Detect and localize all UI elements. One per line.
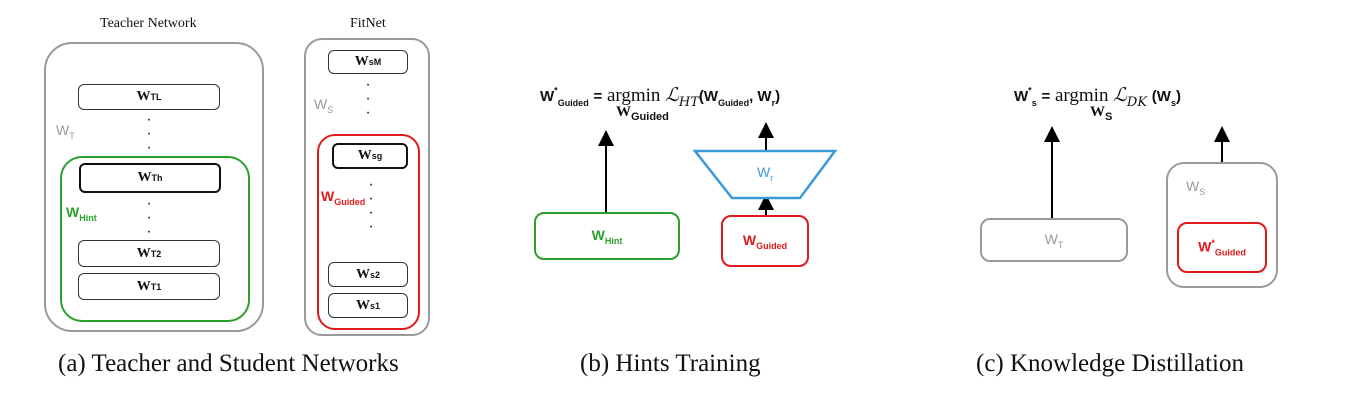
- regressor-label: Wr: [757, 164, 774, 183]
- hints-arrows: [598, 122, 838, 215]
- guided-init-box: W*Guided: [1177, 222, 1267, 273]
- panel-c: W*s = argmin ℒDK (Ws) WS WT WS W*Guided …: [900, 0, 1353, 408]
- teacher-network-title: Teacher Network: [100, 16, 197, 31]
- teacher-ellipsis-mid: ···: [146, 195, 152, 240]
- panel-b: W*Guided = argmin ℒHT(WGuided, Wr) WGuid…: [470, 0, 900, 408]
- student-ellipsis-top: ···: [365, 76, 371, 121]
- guided-init-label: W*Guided: [1198, 237, 1246, 258]
- hint-box-label: WHint: [591, 226, 623, 246]
- teacher-weights-box: WT: [980, 218, 1128, 262]
- caption-c: (c) Knowledge Distillation: [976, 350, 1244, 377]
- hint-group-box: [60, 156, 250, 322]
- student-weights-label: WS: [314, 96, 334, 115]
- distillation-arrows: [1044, 126, 1230, 218]
- hints-training-formula: W*Guided = argmin ℒHT(WGuided, Wr): [540, 84, 781, 110]
- guided-box: WGuided: [721, 215, 809, 267]
- fitnet-box: [304, 38, 430, 336]
- student-weights-box-label: WS: [1186, 178, 1206, 197]
- guided-weights-label: WGuided: [321, 188, 366, 207]
- student-ellipsis-mid: ····: [368, 176, 374, 235]
- caption-b: (b) Hints Training: [580, 350, 761, 377]
- hints-argmin-subscript: WGuided: [616, 104, 669, 123]
- regressor-trapezoid: [692, 149, 838, 200]
- distillation-argmin-subscript: WS: [1090, 104, 1113, 123]
- teacher-weights-label: WT: [56, 122, 75, 141]
- hint-box: WHint: [534, 212, 680, 260]
- guided-box-label: WGuided: [742, 231, 788, 251]
- teacher-weights-box-label: WT: [1044, 230, 1064, 250]
- distillation-formula: W*s = argmin ℒDK (Ws): [1014, 84, 1181, 110]
- caption-a: (a) Teacher and Student Networks: [58, 350, 399, 377]
- teacher-ellipsis-top: ···: [146, 111, 152, 156]
- hint-weights-label: WHint: [66, 204, 97, 223]
- guided-group-box: [317, 134, 420, 330]
- fitnet-title: FitNet: [350, 16, 386, 31]
